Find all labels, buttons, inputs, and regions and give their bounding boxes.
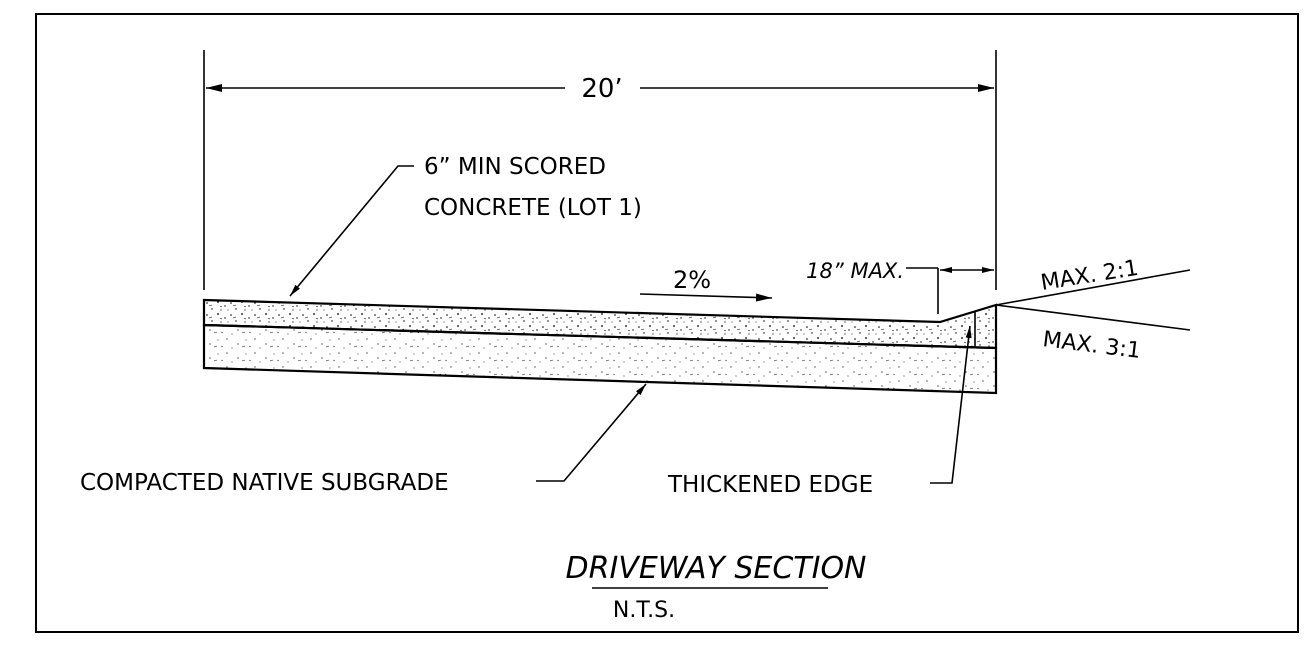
edge-offset-text: 18” MAX. (806, 259, 904, 283)
title-text: DRIVEWAY SECTION (566, 551, 867, 586)
subgrade-layer (202, 323, 998, 395)
slope-text: 2% (673, 266, 711, 294)
slope-lower-text: MAX. 3:1 (1041, 327, 1142, 364)
concrete-callout-line2: CONCRETE (LOT 1) (424, 195, 642, 221)
width-dimension-text: 20’ (581, 74, 622, 104)
thickened-edge-label: THICKENED EDGE (667, 472, 873, 498)
concrete-callout-line1: 6” MIN SCORED (424, 154, 606, 180)
width-dimension: 20’ (203, 50, 997, 290)
sheet-border (35, 13, 1299, 633)
slope-upper-text: MAX. 2:1 (1039, 256, 1140, 296)
subgrade-callout: COMPACTED NATIVE SUBGRADE (80, 383, 647, 496)
thickened-edge-callout: THICKENED EDGE (667, 325, 972, 498)
slope-indicator: 2% (639, 266, 773, 302)
concrete-callout: 6” MIN SCORED CONCRETE (LOT 1) (289, 154, 642, 297)
concrete-layer (202, 298, 998, 350)
drawing-title: DRIVEWAY SECTION N.T.S. (566, 551, 867, 623)
side-slopes: MAX. 2:1 MAX. 3:1 (995, 256, 1191, 364)
scale-note: N.T.S. (613, 598, 675, 623)
edge-offset-dimension: 18” MAX. (806, 259, 994, 314)
subgrade-label: COMPACTED NATIVE SUBGRADE (80, 470, 449, 496)
